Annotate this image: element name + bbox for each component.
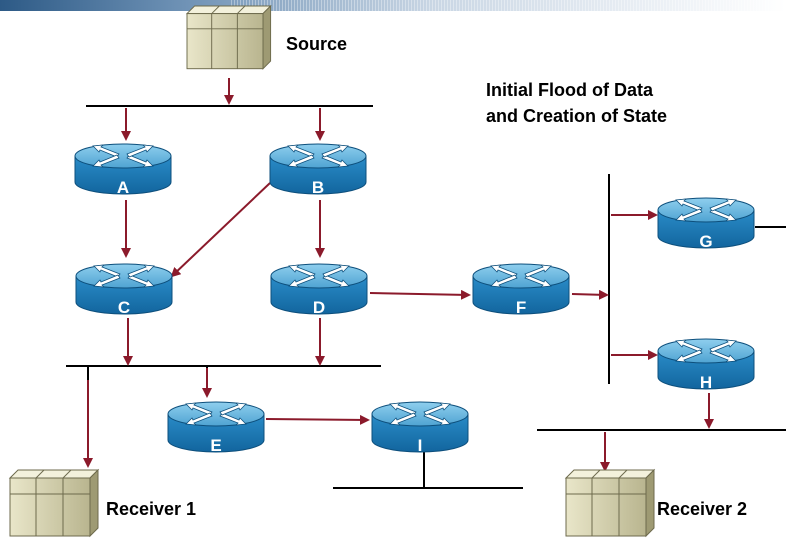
router-g: G [657,197,755,251]
header-banner [0,0,786,11]
router-g-label: G [699,232,712,251]
router-f: F [472,263,570,317]
router-c: C [75,263,173,317]
router-h-label: H [700,373,712,392]
lan-segments [66,105,786,489]
router-e-label: E [210,436,221,455]
receiver-1-label: Receiver 1 [106,499,196,519]
title-line-2: and Creation of State [486,106,667,126]
receiver-1-server [9,469,99,537]
router-i: I [371,401,469,455]
flow-arrows [83,78,714,472]
router-b: B [269,143,367,197]
router-a: A [74,143,172,197]
receiver-2-label: Receiver 2 [657,499,747,519]
source-server [186,5,272,70]
arrow-b-c [170,182,271,278]
router-d: D [270,263,368,317]
router-i-label: I [418,436,423,455]
receiver-2-server [565,469,655,537]
arrow-d-f [369,289,471,300]
arrow-f-lan [571,289,609,300]
router-b-label: B [312,178,324,197]
router-d-label: D [313,298,325,317]
router-f-label: F [516,298,526,317]
router-h: H [657,338,755,392]
router-e: E [167,401,265,455]
source-label: Source [286,34,347,54]
router-c-label: C [118,298,130,317]
arrow-e-i [265,414,370,425]
router-a-label: A [117,178,129,197]
title-line-1: Initial Flood of Data [486,80,654,100]
